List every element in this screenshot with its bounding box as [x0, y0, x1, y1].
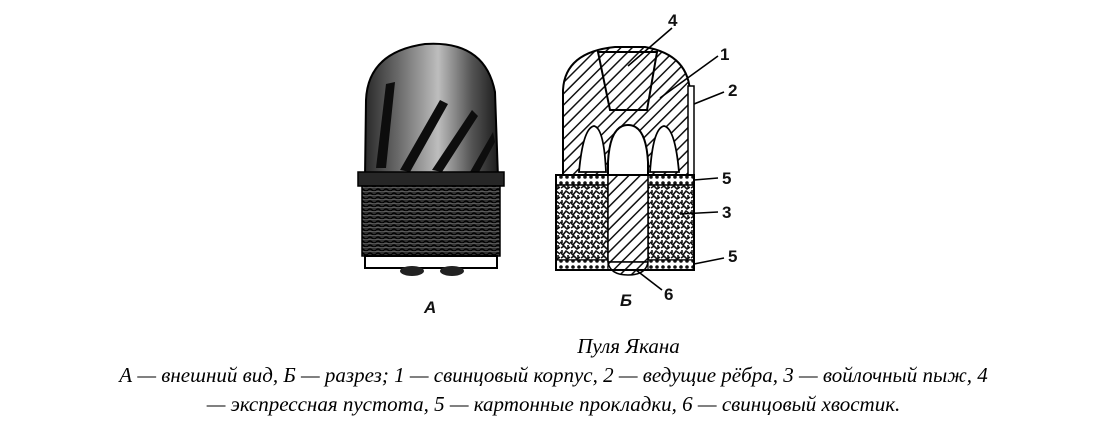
wound-body: [361, 185, 501, 257]
bullet-diagram: А Б 4 1 2 5 3 5 6: [357, 11, 737, 317]
leader-4: [627, 27, 673, 67]
cardboard-top-right: [647, 174, 695, 186]
tail-nub: [440, 266, 464, 276]
felt-wad-left: [555, 184, 609, 261]
leader-3: [679, 211, 719, 215]
callout-1: 1: [720, 45, 729, 64]
callout-2: 2: [728, 81, 737, 100]
section-outline: [555, 174, 695, 271]
bullet-head: [363, 42, 500, 179]
figure-caption: Пуля Якана А — внешний вид, Б — разрез; …: [0, 332, 1107, 419]
lead-stem: [607, 174, 649, 263]
tail-nub: [400, 266, 424, 276]
callout-5-bottom: 5: [728, 247, 737, 266]
view-label-a: А: [423, 298, 436, 317]
upper-band: [357, 171, 505, 187]
cardboard-bottom-right: [647, 259, 695, 271]
caption-title: Пуля Якана: [577, 334, 680, 358]
leading-rib: [376, 82, 395, 168]
expressive-void: [596, 51, 659, 111]
leader-2: [693, 91, 725, 105]
cardboard-top-left: [555, 174, 609, 186]
callout-4: 4: [668, 11, 678, 30]
external-view: [357, 42, 505, 276]
leader-lines: [627, 27, 725, 291]
leading-rib: [470, 132, 495, 174]
leading-rib-strip: [687, 85, 695, 177]
cross-section-view: [555, 46, 695, 276]
expansion-cavity-left: [578, 125, 607, 173]
callout-5-top: 5: [722, 169, 731, 188]
leader-6: [635, 269, 663, 291]
caption-line-1: А — внешний вид, Б — разрез; 1 — свинцов…: [119, 363, 988, 387]
leading-rib: [400, 100, 448, 172]
caption-line-2: — экспрессная пустота, 5 — картонные про…: [206, 392, 901, 416]
callout-3: 3: [722, 203, 731, 222]
leader-1: [659, 55, 719, 99]
cardboard-bottom-left: [555, 259, 609, 271]
lead-tail: [607, 261, 649, 276]
callout-6: 6: [664, 285, 673, 304]
base-band: [364, 255, 498, 269]
view-label-b: Б: [620, 291, 632, 310]
felt-wad-right: [647, 184, 695, 261]
leader-5-top: [693, 177, 719, 181]
leading-rib: [432, 110, 478, 172]
leader-5-bottom: [693, 257, 725, 265]
expansion-cavity-right: [649, 125, 680, 173]
